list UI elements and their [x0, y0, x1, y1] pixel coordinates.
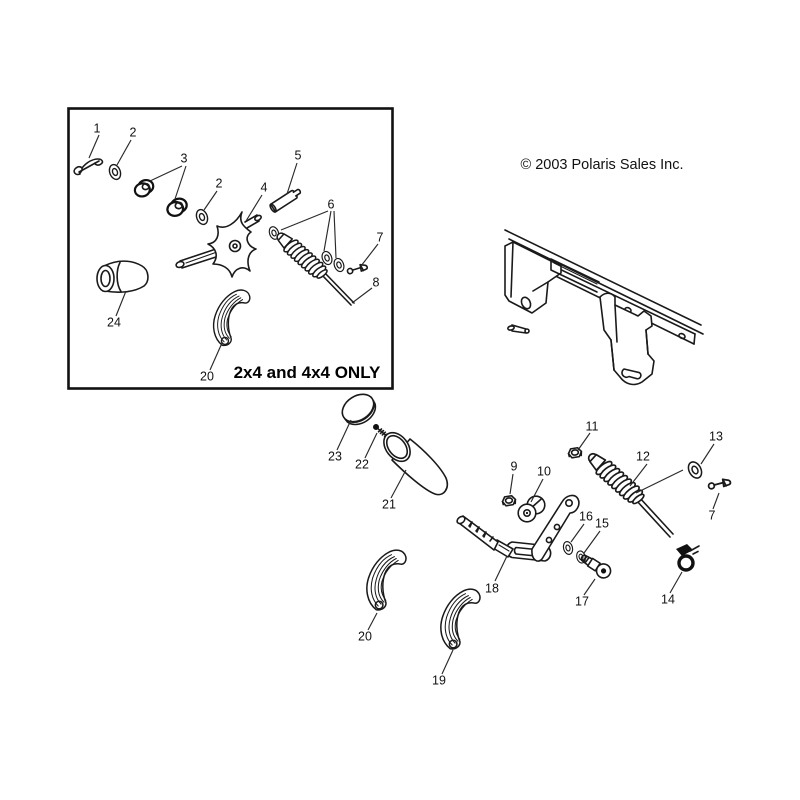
callout-leader-3	[174, 165, 187, 200]
callout-leader-11	[577, 432, 591, 451]
callout-leader-2	[116, 139, 132, 166]
part-9-nut	[501, 494, 517, 507]
part-11-nut	[567, 446, 583, 459]
callout-leader-19	[441, 649, 454, 675]
part-1-hairpin-clip	[73, 158, 104, 176]
callout-label-7: 7	[377, 230, 384, 244]
part-4-pivot-weldment	[175, 211, 262, 278]
callout-label-13: 13	[709, 429, 723, 443]
part-20-pad-inset	[212, 289, 251, 347]
callout-label-5: 5	[295, 148, 302, 162]
callout-leader-13	[700, 443, 715, 465]
inset-box-border	[67, 107, 394, 390]
callout-label-11: 11	[586, 419, 599, 433]
callout-leader-22	[364, 432, 378, 459]
callout-leader-4	[245, 194, 263, 222]
callout-label-23: 23	[328, 449, 342, 463]
callout-leader-12	[635, 469, 684, 494]
callout-leader-24	[115, 290, 127, 317]
part-2-washer-a	[106, 162, 124, 182]
part-10-roller	[517, 495, 546, 523]
part-16-washer	[561, 540, 575, 556]
callout-leader-8	[351, 287, 373, 304]
part-24-boot	[96, 260, 149, 293]
callout-leader-2	[203, 190, 218, 211]
part-3-bushing-a	[132, 177, 157, 199]
callout-leader-23	[336, 419, 352, 451]
callout-label-24: 24	[107, 315, 121, 329]
callout-label-7: 7	[709, 508, 716, 522]
part-7-clip-main	[707, 477, 732, 491]
callout-label-12: 12	[636, 449, 650, 463]
part-18-pedal-arm	[456, 494, 580, 562]
callout-label-19: 19	[432, 673, 446, 687]
part-2-washer-b	[193, 207, 211, 227]
callout-label-2: 2	[130, 125, 137, 139]
callout-leader-9	[509, 473, 514, 495]
part-22-screw	[373, 424, 389, 438]
part-3-bushing-b	[164, 196, 190, 219]
callout-label-17: 17	[575, 594, 589, 608]
callout-leader-20	[367, 612, 378, 631]
callout-label-15: 15	[595, 516, 609, 530]
callout-label-14: 14	[661, 592, 675, 606]
callout-label-3: 3	[181, 151, 188, 165]
callout-label-1: 1	[94, 121, 101, 135]
part-6-washer-c	[331, 256, 347, 274]
inset-caption: 2x4 and 4x4 ONLY	[234, 363, 381, 382]
callout-label-20: 20	[358, 629, 372, 643]
callout-label-10: 10	[537, 464, 551, 478]
callout-label-9: 9	[511, 459, 518, 473]
callout-leader-21	[390, 469, 407, 499]
callout-label-21: 21	[382, 497, 396, 511]
callout-leader-17	[583, 578, 596, 596]
callout-leader-10	[530, 478, 544, 503]
callout-label-6: 6	[328, 197, 335, 211]
callout-leader-20	[209, 342, 223, 371]
callout-label-20: 20	[200, 369, 214, 383]
callout-label-8: 8	[373, 275, 380, 289]
part-20-pad-main	[366, 549, 407, 611]
part-7-clip-inset	[345, 262, 369, 275]
callout-leader-7	[712, 492, 720, 510]
part-14-clamp	[676, 544, 700, 572]
callout-leader-6	[323, 210, 332, 252]
callout-label-4: 4	[261, 180, 268, 194]
part-5-pin	[269, 188, 302, 213]
callout-label-22: 22	[355, 457, 369, 471]
callout-leader-5	[286, 162, 298, 195]
callout-label-16: 16	[579, 509, 593, 523]
callout-leader-14	[669, 571, 683, 594]
callout-leader-18	[494, 555, 508, 582]
part-17-bolt	[580, 554, 612, 579]
copyright-text: © 2003 Polaris Sales Inc.	[520, 157, 683, 173]
callout-leader-7	[360, 243, 379, 267]
part-12-spring-rod	[582, 446, 674, 538]
part-21-boot	[383, 431, 449, 496]
frame-weldment	[504, 229, 704, 386]
part-23-cap	[341, 393, 377, 426]
inset-box	[67, 107, 394, 390]
callout-leader-6	[333, 210, 337, 259]
callout-label-2: 2	[216, 176, 223, 190]
callout-leader-15	[583, 530, 601, 554]
callout-label-18: 18	[485, 581, 499, 595]
callout-leader-3	[149, 165, 183, 182]
part-8-rod-and-spring	[271, 226, 355, 306]
part-19-pad	[440, 588, 481, 650]
callout-leader-6	[280, 210, 329, 231]
callout-leader-12	[629, 463, 648, 487]
callout-leader-1	[88, 134, 100, 159]
callout-leader-16	[570, 523, 585, 543]
